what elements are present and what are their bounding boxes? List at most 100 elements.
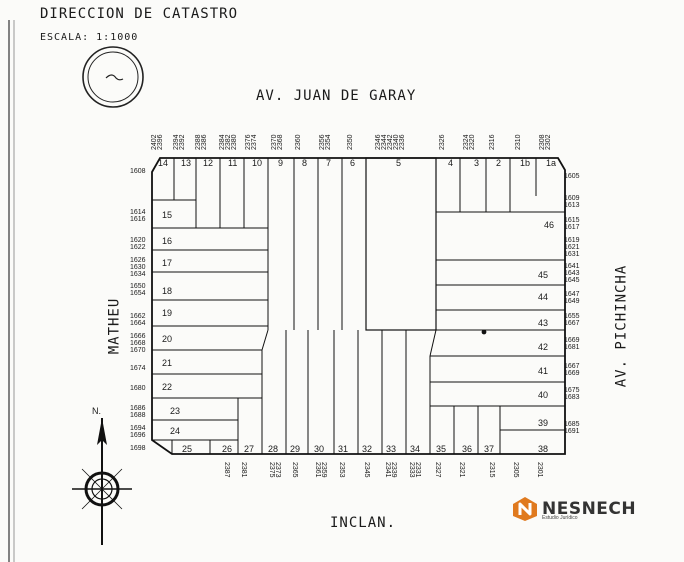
street-number: 2342 [387,134,394,150]
street-number: 1645 [564,277,580,284]
lot-label: 36 [462,444,472,454]
lot-label: 1b [520,158,530,168]
street-number: 1698 [130,445,146,452]
street-number: 1669 [564,370,580,377]
street-number: 2368 [277,134,284,150]
lot-label: 14 [158,158,168,168]
lot-label: 43 [538,318,548,328]
street-number: 1681 [564,344,580,351]
lot-label: 8 [302,158,307,168]
street-number: 1685 [564,421,580,428]
street-number: 2356 [319,134,326,150]
street-number: 2346 [375,134,382,150]
street-number: 1664 [130,320,146,327]
street-number: 1605 [564,173,580,180]
street-number: 1667 [564,363,580,370]
stamp-circle [82,46,144,108]
lot-label: 9 [278,158,283,168]
lot-label: 22 [162,382,172,392]
lot-label: 29 [290,444,300,454]
street-number: 2320 [469,134,476,150]
street-number: 1620 [130,237,146,244]
central-parcel [365,157,437,331]
logo-tagline: Estudio Jurídico [542,515,578,521]
compass-icon [72,418,132,545]
lot-label: 16 [162,236,172,246]
street-number: 2302 [545,134,552,150]
page-title: DIRECCION DE CATASTRO [40,6,239,22]
street-number: 2316 [489,134,496,150]
street-number: 1694 [130,425,146,432]
lot-label: 28 [268,444,278,454]
street-number: 1654 [130,290,146,297]
street-number: 2336 [399,134,406,150]
stamp-mark [105,74,124,81]
lot-label: 31 [338,444,348,454]
street-number: 2345 [363,462,370,478]
street-number: 2402 [151,134,158,150]
lot-label: 26 [222,444,232,454]
street-number: 2324 [463,134,470,150]
street-number: 2380 [231,134,238,150]
street-number: 1634 [130,271,146,278]
lot-label: 3 [474,158,479,168]
street-number: 1617 [564,224,580,231]
left-lot-dividers [152,199,269,454]
street-number: 1696 [130,432,146,439]
lot-label: 30 [314,444,324,454]
logo: NESNECH Estudio Jurídico [512,496,636,522]
lot-label: 35 [436,444,446,454]
lot-label: 7 [326,158,331,168]
street-number: 2396 [157,134,164,150]
street-number: 2333 [408,462,415,478]
street-number: 1680 [130,385,146,392]
lot-label: 10 [252,158,262,168]
street-number: 1641 [564,263,580,270]
street-number: 1608 [130,168,146,175]
street-number: 2388 [195,134,202,150]
lot-label: 1a [546,158,556,168]
block-outline [151,157,566,455]
street-number: 1650 [130,283,146,290]
street-number: 2360 [295,134,302,150]
logo-text: NESNECH [542,499,637,519]
street-number: 2308 [539,134,546,150]
street-number: 1662 [130,313,146,320]
street-number: 2375 [268,462,275,478]
street-number: 1647 [564,291,580,298]
street-number: 2382 [225,134,232,150]
bottom-lot-dividers [171,330,501,454]
street-number: 2394 [173,134,180,150]
street-label-bottom: INCLAN. [330,515,397,531]
right-lot-dividers [429,284,565,454]
street-number: 2374 [251,134,258,150]
street-number: 1621 [564,244,580,251]
survey-point [481,329,487,335]
lot-label: 42 [538,342,548,352]
lot-label: 40 [538,390,548,400]
street-number: 2331 [414,462,421,478]
street-number: 1609 [564,195,580,202]
lot-label: 45 [538,270,548,280]
street-number: 2326 [439,134,446,150]
street-number: 2373 [274,462,281,478]
street-label-top: AV. JUAN DE GARAY [256,88,417,104]
lot-label: 11 [228,158,237,168]
street-number: 2387 [223,462,230,478]
lot-label: 2 [496,158,501,168]
street-number: 2310 [515,134,522,150]
street-number: 1649 [564,298,580,305]
lot-label: 21 [162,358,172,368]
lot-label: 46 [544,220,554,230]
street-number: 1655 [564,313,580,320]
street-number: 1622 [130,244,146,251]
street-number: 1669 [564,337,580,344]
lot-label: 39 [538,418,548,428]
street-number: 2359 [320,462,327,478]
lot-label: 19 [162,308,172,318]
street-number: 1616 [130,216,146,223]
scale-label: ESCALA: 1:1000 [40,32,139,43]
street-number: 2301 [536,462,543,478]
street-number: 2376 [245,134,252,150]
north-label: N. [92,406,101,416]
